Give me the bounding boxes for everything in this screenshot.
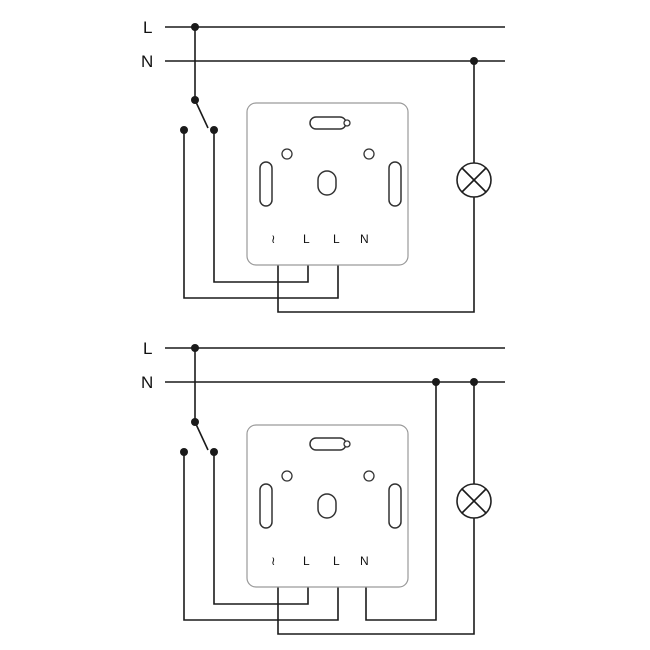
switch-blade <box>194 421 209 451</box>
terminal-label-l1: L <box>303 232 310 246</box>
mounting-slot-top <box>309 116 347 130</box>
junction-dot <box>191 344 199 352</box>
junction-dot <box>470 57 478 65</box>
rail-label-l: L <box>143 339 152 358</box>
terminal-label-tilde: ≀ <box>271 232 276 246</box>
screw-hole-right <box>363 470 375 482</box>
traveller-wire-1 <box>183 452 339 621</box>
rail-label-l: L <box>143 18 152 37</box>
mounting-slot-right <box>388 161 402 207</box>
diagram-top: L N <box>141 18 505 313</box>
rail-label-n: N <box>141 52 153 71</box>
screw-hole-left <box>281 470 293 482</box>
mounting-slot-left <box>259 161 273 207</box>
terminal-label-l1: L <box>303 554 310 568</box>
diagram-bottom: L N ≀ L <box>141 339 505 635</box>
screw-hole-right <box>363 148 375 160</box>
switch-blade <box>194 99 209 129</box>
neutral-terminal-wire <box>365 382 437 621</box>
terminal-label-l2: L <box>333 232 340 246</box>
mounting-slot-left <box>259 483 273 529</box>
junction-dot <box>191 23 199 31</box>
terminal-label-l2: L <box>333 554 340 568</box>
lamp-icon <box>456 483 492 519</box>
center-knob <box>317 170 337 196</box>
center-knob <box>317 493 337 519</box>
screw-hole-left <box>281 148 293 160</box>
traveller-wire-1 <box>183 130 339 299</box>
lamp-wire <box>277 518 475 635</box>
terminal-label-tilde: ≀ <box>271 554 276 568</box>
mounting-slot-right <box>388 483 402 529</box>
rail-label-n: N <box>141 373 153 392</box>
lamp-wire <box>277 197 475 313</box>
mounting-slot-top <box>309 437 347 451</box>
junction-dot <box>432 378 440 386</box>
junction-dot <box>470 378 478 386</box>
terminal-label-n: N <box>360 554 369 568</box>
lamp-icon <box>456 162 492 198</box>
switch-module: ≀ L L N <box>246 424 409 588</box>
switch-module: ≀ L L N <box>246 102 409 266</box>
terminal-label-n: N <box>360 232 369 246</box>
